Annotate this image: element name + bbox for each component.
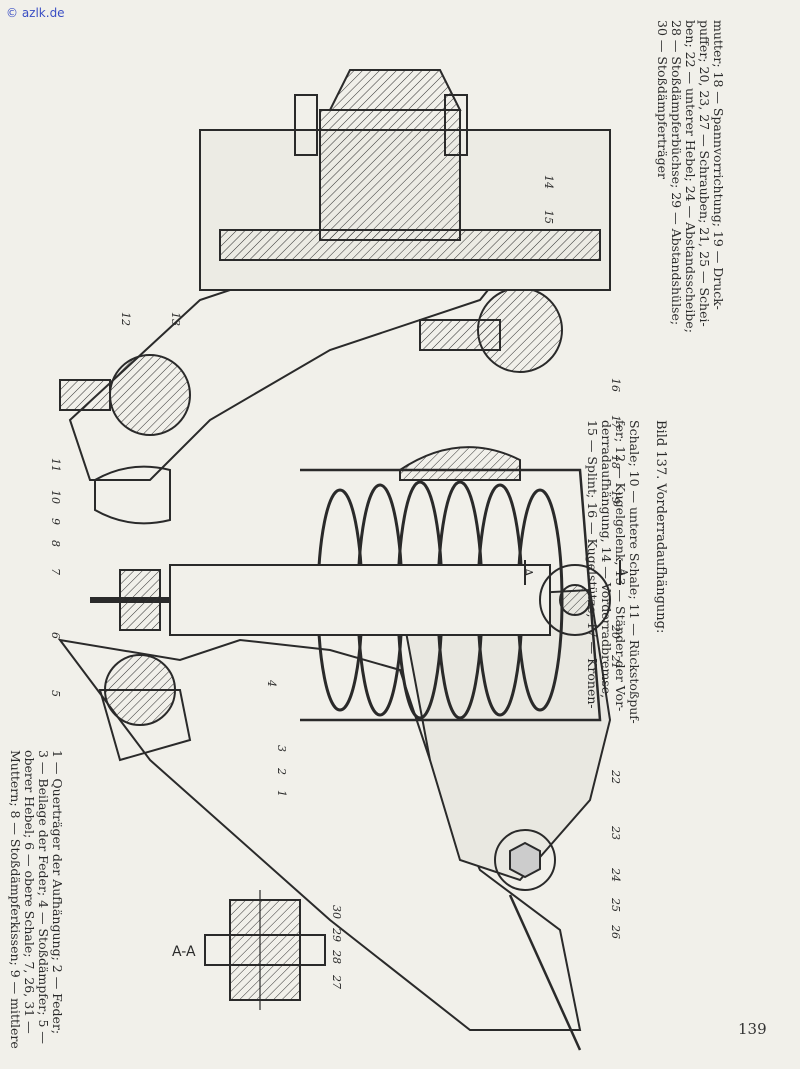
caption-line: 15 — Splint; 16 — Kugelstütze; 17 — Kron… [585,420,600,709]
watermark: © azlk.de [6,6,65,20]
callout-3: 3 [275,745,288,752]
callout-2: 2 [275,768,288,775]
callout-11: 11 [49,458,62,472]
caption-line: Schale; 10 — untere Schale; 11 — Rücksto… [627,420,642,724]
cross-member [57,638,582,1031]
caption-left: 1 — Querträger der Aufhängung; 2 — Feder… [8,750,65,1049]
callout-1: 1 [275,790,288,797]
section-a-a [204,890,326,1010]
caption-line: derradaufhängung, 14 — Vorderradbremse; [599,420,614,699]
caption-right: mutter; 18 — Spannvorrichtung; 19 — Druc… [655,20,726,333]
callout-5: 5 [49,690,62,697]
caption-line: puffer; 20, 23, 27 — Schrauben; 21, 25 —… [697,20,712,327]
callout-22: 22 [609,770,622,784]
callout-15: 15 [542,210,555,224]
page-number: 139 [738,1020,767,1038]
caption-line: 1 — Querträger der Aufhängung; 2 — Feder… [50,750,65,1035]
caption-line: oberer Hebel; 6 — obere Schale; 7, 26, 3… [22,750,37,1034]
figure-caption-title: Bild 137. Vorderradaufhängung: [653,420,668,634]
callout-26: 26 [609,925,622,939]
shock-absorber [169,564,551,636]
callout-12: 12 [119,312,132,326]
callout-6: 6 [49,632,62,639]
caption-line: 28 — Stoßdämpferbüchse; 29 — Abstandshül… [669,20,684,326]
callout-29: 29 [330,928,343,942]
callout-16: 16 [609,378,622,392]
caption-line: Muttern; 8 — Stoßdämpferkissen; 9 — mitt… [8,750,23,1049]
caption-line: 3 — Beilage der Feder; 4 — Stoßdämpfer; … [36,750,51,1044]
callout-8: 8 [49,540,62,547]
pressure-buffer [399,446,521,481]
section-label: A-A [172,944,196,960]
caption-line: fer; 12 — Kugelgelenk; 13 — Ständer der … [613,420,628,712]
callout-23: 23 [609,826,622,840]
callout-14: 14 [542,175,555,189]
caption-line: 30 — Stoßdämpferträger [655,20,670,179]
callout-24: 24 [609,868,622,882]
callout-9: 9 [49,518,62,525]
rebound-buffer [94,465,171,525]
callout-7: 7 [49,568,62,575]
caption-mid: Schale; 10 — untere Schale; 11 — Rücksto… [585,420,642,724]
callout-13: 13 [169,312,182,326]
caption-line: mutter; 18 — Spannvorrichtung; 19 — Druc… [711,20,726,310]
cut-marker-left: A [521,568,535,577]
callout-27: 27 [330,975,343,989]
callout-10: 10 [49,490,62,504]
callout-25: 25 [609,898,622,912]
callout-4: 4 [265,680,278,687]
ball-joint-upper [109,354,191,436]
caption-line: ben; 22 — unterer Hebel; 24 — Abstandssc… [683,20,698,333]
callout-30: 30 [330,905,343,919]
callout-28: 28 [330,950,343,964]
